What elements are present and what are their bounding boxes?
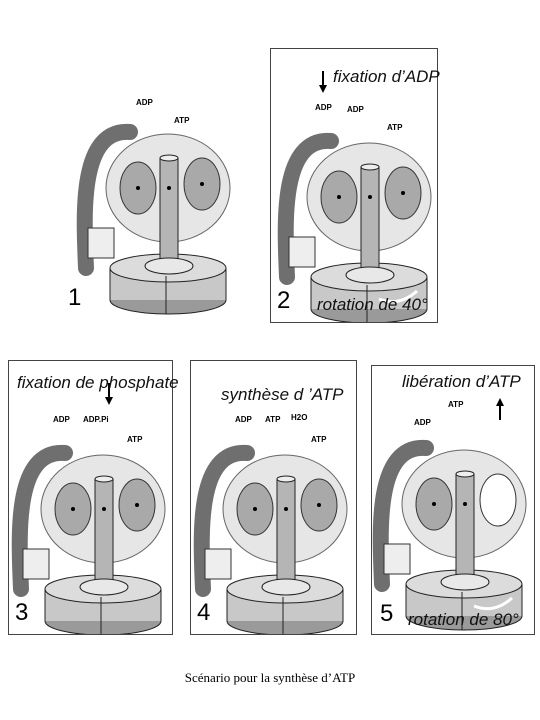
stator-block bbox=[204, 548, 232, 580]
panel-number: 4 bbox=[197, 599, 211, 626]
shaft-top bbox=[94, 475, 114, 483]
label-atp-right: ATP bbox=[311, 435, 327, 444]
panel-5: libération d’ATP ATP ADP 5 rotation de 8… bbox=[371, 365, 535, 635]
site-center bbox=[368, 195, 372, 199]
stator-block bbox=[87, 227, 115, 259]
arrowhead-down-icon bbox=[105, 397, 113, 405]
rotor-collar bbox=[440, 573, 490, 591]
label-adp: ADP bbox=[235, 415, 252, 424]
site-right bbox=[401, 191, 405, 195]
peripheral-stalk bbox=[193, 444, 255, 597]
panel-1: ADP ATP 1 bbox=[60, 48, 252, 320]
panel-number: 3 bbox=[15, 599, 29, 626]
label-adp: ADP bbox=[136, 98, 153, 107]
panel-4: synthèse d ’ATP ADP ATP H2O ATP 4 bbox=[190, 360, 357, 635]
stator-block bbox=[383, 543, 411, 575]
atp-synthase-illustration bbox=[277, 71, 432, 322]
central-shaft bbox=[455, 473, 475, 585]
site-right bbox=[135, 503, 139, 507]
panel-title: synthèse d ’ATP bbox=[221, 385, 344, 404]
arrowhead-up-icon bbox=[496, 398, 504, 406]
atp-synthase-illustration bbox=[76, 123, 231, 315]
rotation-arrow-icon bbox=[378, 289, 418, 304]
shaft-top bbox=[360, 163, 380, 171]
label-atp: ATP bbox=[127, 435, 143, 444]
shaft-top bbox=[159, 154, 179, 162]
label-h2o: H2O bbox=[291, 413, 308, 422]
label-atp: ATP bbox=[174, 116, 190, 125]
panel-number: 2 bbox=[277, 287, 291, 314]
atp-synthase-illustration bbox=[193, 444, 348, 634]
rotor-collar bbox=[144, 257, 194, 275]
peripheral-stalk bbox=[11, 444, 73, 597]
shaft-top bbox=[455, 470, 475, 478]
site-center bbox=[463, 502, 467, 506]
peripheral-stalk bbox=[277, 132, 339, 285]
site-left bbox=[337, 195, 341, 199]
panel-title: libération d’ATP bbox=[402, 372, 521, 391]
rotor-collar bbox=[345, 266, 395, 284]
site-left bbox=[253, 507, 257, 511]
rotation-arrow-icon bbox=[473, 596, 513, 611]
rotation-label: rotation de 80° bbox=[408, 610, 519, 629]
site-left bbox=[432, 502, 436, 506]
atp-synthase-illustration bbox=[11, 383, 166, 634]
site-center bbox=[284, 507, 288, 511]
central-shaft bbox=[159, 157, 179, 269]
shaft-top bbox=[276, 475, 296, 483]
panel-number: 5 bbox=[380, 600, 394, 627]
panel-title: fixation d’ADP bbox=[333, 67, 440, 86]
stator-block bbox=[288, 236, 316, 268]
central-shaft bbox=[360, 166, 380, 278]
site-center bbox=[102, 507, 106, 511]
site-right bbox=[200, 182, 204, 186]
stator-block bbox=[22, 548, 50, 580]
label-atp: ATP bbox=[448, 400, 464, 409]
panel-number: 1 bbox=[68, 284, 82, 311]
label-adp: ADP bbox=[53, 415, 70, 424]
rotor-collar bbox=[261, 578, 311, 596]
site-right bbox=[317, 503, 321, 507]
label-adp-incoming: ADP bbox=[315, 103, 332, 112]
arrowhead-down-icon bbox=[319, 85, 327, 93]
panel-title: fixation de phosphate bbox=[17, 373, 179, 392]
site-left bbox=[136, 186, 140, 190]
panel-3: fixation de phosphate ADP ADP.Pi ATP 3 bbox=[8, 360, 179, 635]
figure-caption: Scénario pour la synthèse d’ATP bbox=[184, 670, 356, 685]
site-center bbox=[167, 186, 171, 190]
label-atp-center: ATP bbox=[265, 415, 281, 424]
label-adp: ADP bbox=[347, 105, 364, 114]
peripheral-stalk bbox=[372, 439, 434, 592]
central-shaft bbox=[276, 478, 296, 590]
panel-2: fixation d’ADP ADP ADP ATP 2 rotation de… bbox=[270, 48, 440, 323]
atp-synthase-illustration bbox=[372, 398, 527, 631]
label-atp: ATP bbox=[387, 123, 403, 132]
label-adp-pi: ADP.Pi bbox=[83, 415, 109, 424]
site-left bbox=[71, 507, 75, 511]
subunit-right bbox=[479, 473, 517, 527]
peripheral-stalk bbox=[76, 123, 138, 276]
rotor-collar bbox=[79, 578, 129, 596]
rotation-label: rotation de 40° bbox=[317, 295, 428, 314]
central-shaft bbox=[94, 478, 114, 590]
label-adp: ADP bbox=[414, 418, 431, 427]
